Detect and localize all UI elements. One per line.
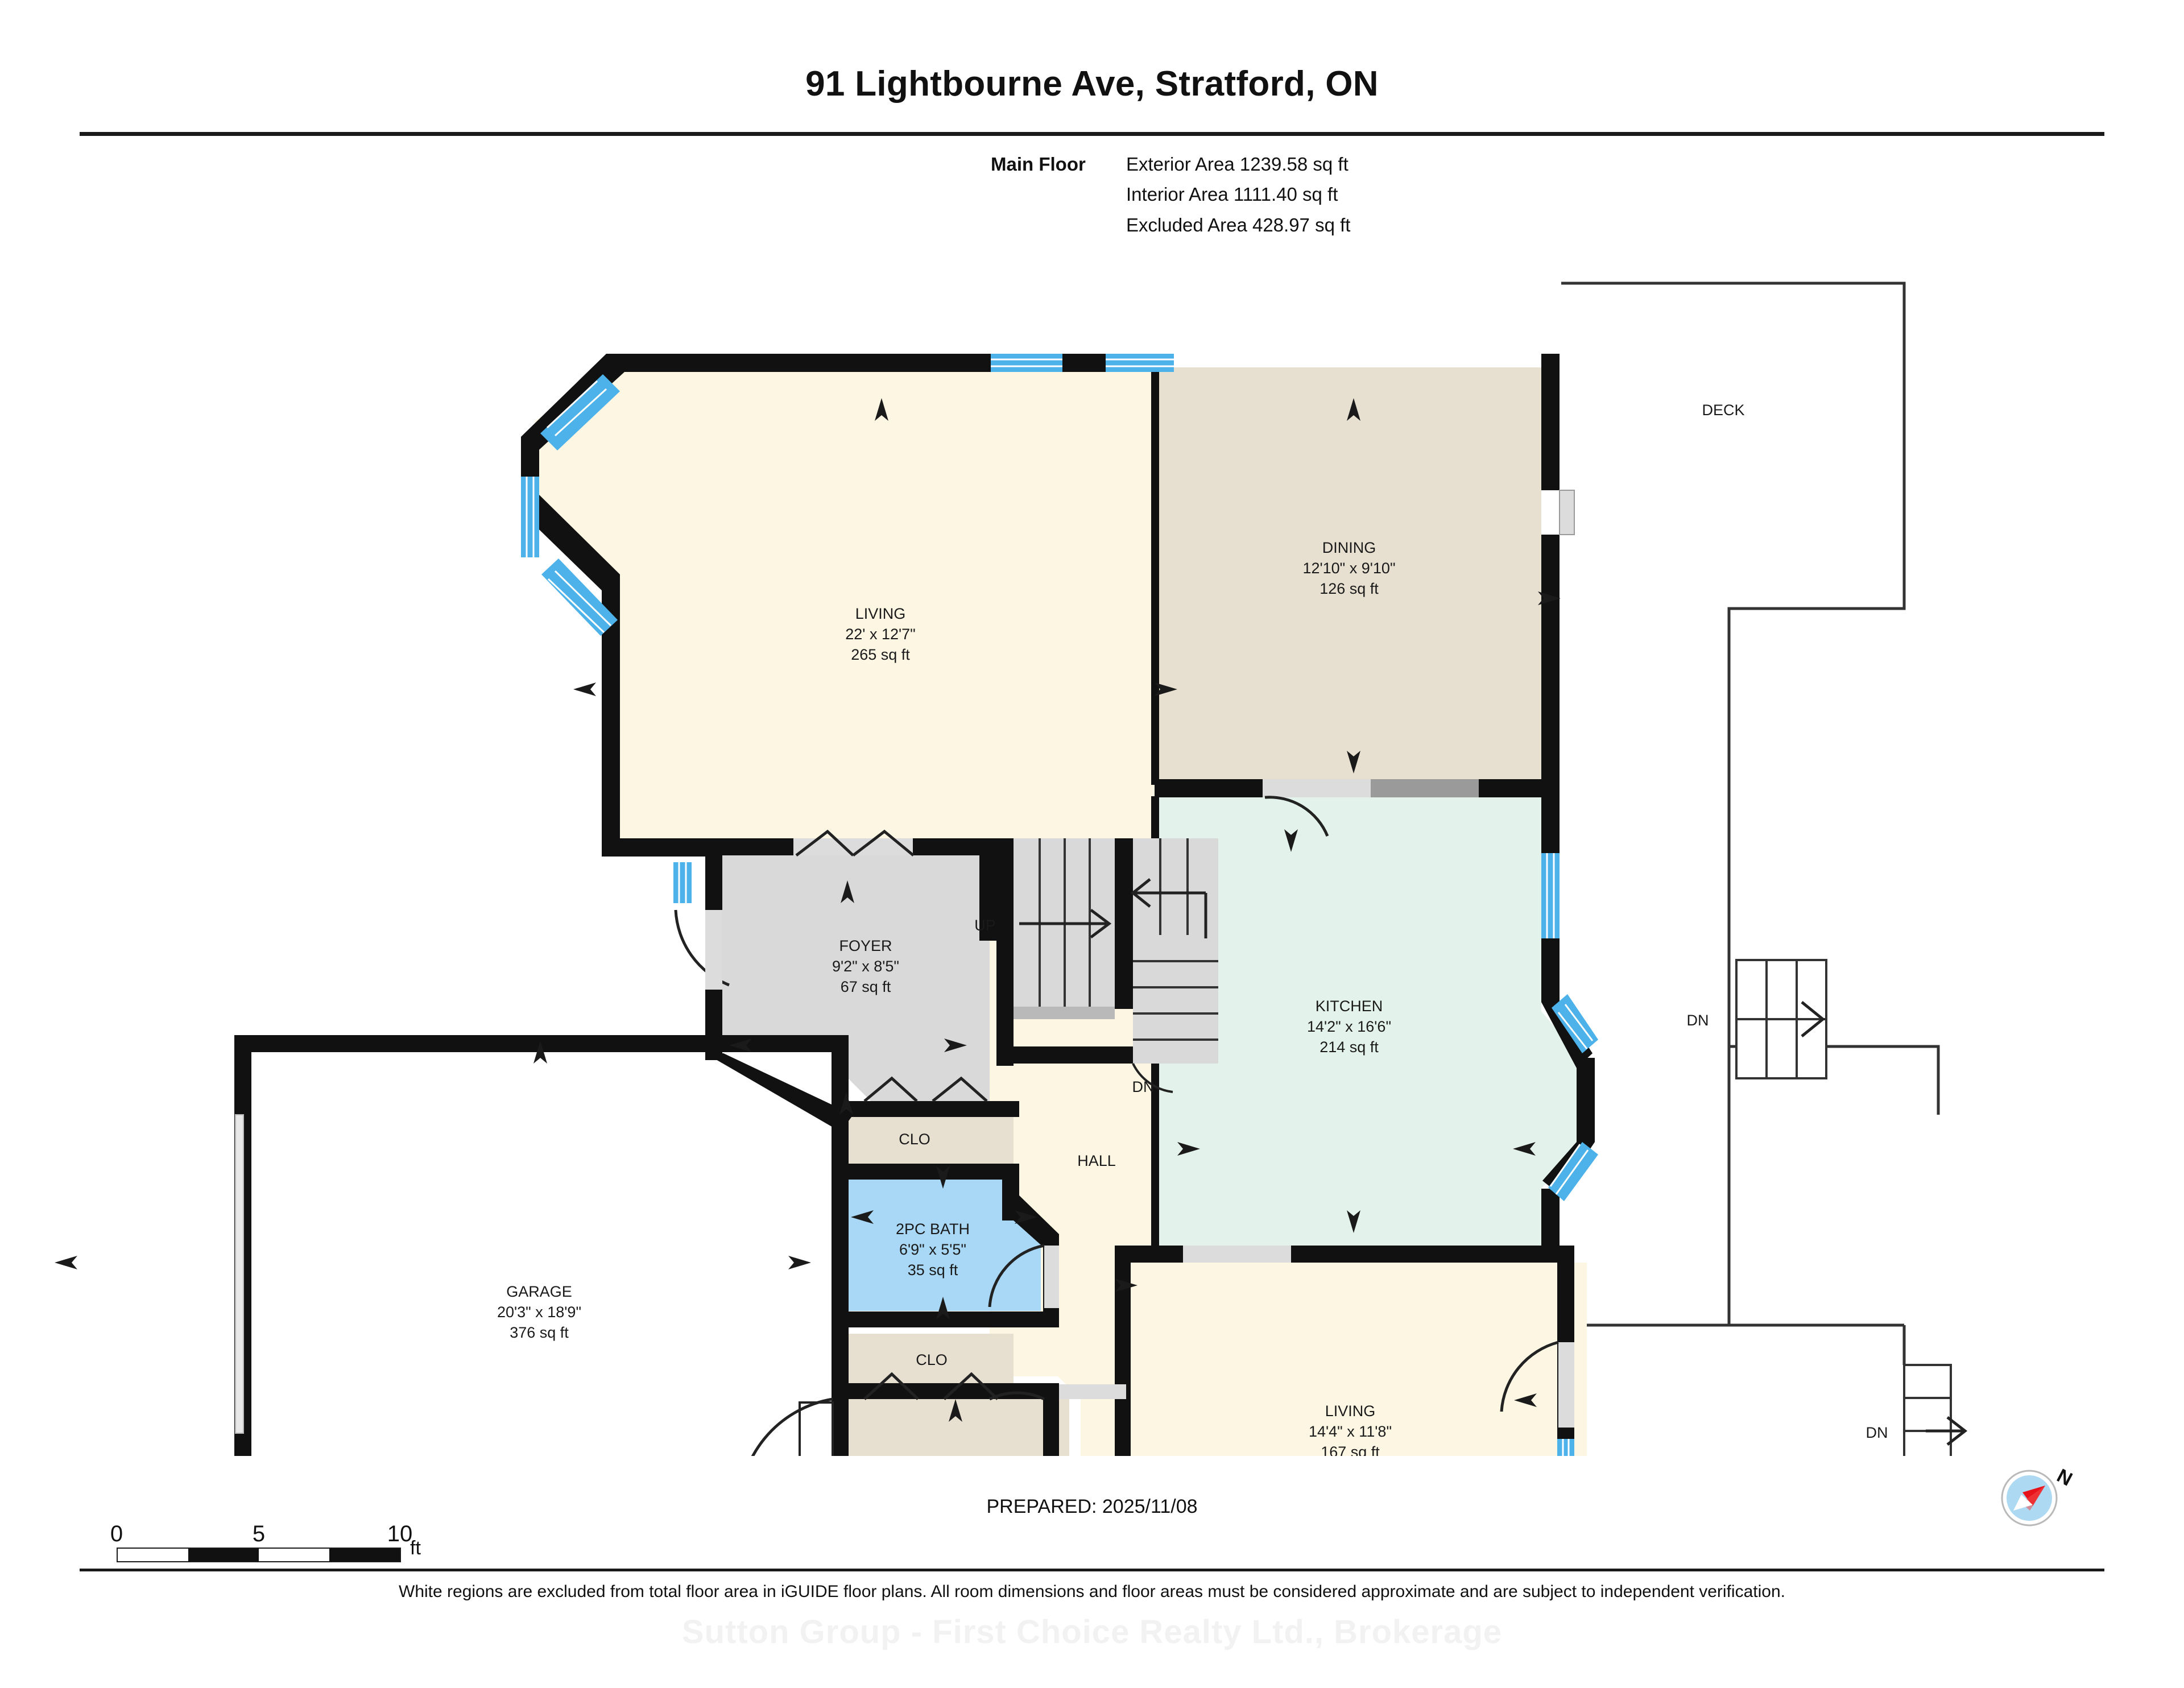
doors xyxy=(235,490,1575,1456)
area-row-excluded: Excluded Area 428.97 sq ft xyxy=(991,210,1350,240)
area-row-interior: Interior Area 1111.40 sq ft xyxy=(991,179,1350,209)
room-living-main-name: LIVING xyxy=(855,605,906,622)
space-clo-1-label: CLO xyxy=(899,1131,930,1148)
window-top-2 xyxy=(1106,354,1174,372)
room-labels: LIVING 22' x 12'7" 265 sq ft DINING 12'1… xyxy=(497,539,1396,1456)
room-kitchen xyxy=(1155,796,1587,1251)
scale-tick-5: 5 xyxy=(252,1521,266,1546)
room-living-rear-dims: 14'4" x 11'8" xyxy=(1309,1423,1392,1440)
compass-north-label: N xyxy=(2053,1465,2076,1491)
room-dining-area: 126 sq ft xyxy=(1320,580,1379,597)
stair-dn-deck-upper-label: DN xyxy=(1687,1012,1709,1029)
room-bath-area: 35 sq ft xyxy=(908,1261,958,1279)
windows xyxy=(521,354,1598,1456)
spacer xyxy=(991,179,1126,209)
room-garage xyxy=(246,1046,835,1456)
room-bath-dims: 6'9" x 5'5" xyxy=(899,1241,966,1258)
measure-arrows xyxy=(55,398,1561,1422)
stair-up: UP xyxy=(974,838,1115,1019)
stair-dn-deck-lower: DN xyxy=(1866,1364,1968,1456)
prepared-date: PREPARED: 2025/11/08 xyxy=(986,1496,1198,1517)
room-living-main-dims: 22' x 12'7" xyxy=(845,626,915,643)
window-kitchen-3 xyxy=(1548,1142,1598,1201)
floor-plan-drawing: DECK DN DN xyxy=(55,282,1968,1456)
stair-dn-deck-lower-label: DN xyxy=(1866,1424,1888,1441)
stair-dn-inside-label: DN xyxy=(1132,1078,1155,1095)
window-bay-upper xyxy=(540,374,620,450)
space-clo-2-label: CLO xyxy=(916,1351,948,1368)
scale-segment xyxy=(118,1549,188,1561)
scale-tick-0: 0 xyxy=(110,1521,123,1546)
space-clo-2 xyxy=(842,1334,1014,1386)
footer-divider xyxy=(80,1569,2104,1571)
room-kitchen-dims: 14'2" x 16'6" xyxy=(1307,1018,1391,1035)
excluded-area-value: Excluded Area 428.97 sq ft xyxy=(1126,214,1351,235)
room-foyer-name: FOYER xyxy=(839,937,892,954)
disclaimer-text: White regions are excluded from total fl… xyxy=(399,1582,1785,1601)
scale-ticks: 0 5 10 xyxy=(110,1521,413,1548)
room-garage-name: GARAGE xyxy=(506,1283,572,1300)
room-kitchen-area: 214 sq ft xyxy=(1320,1039,1379,1056)
room-dining-name: DINING xyxy=(1322,539,1376,556)
room-living-main-area: 265 sq ft xyxy=(851,646,910,663)
floor-label: Main Floor xyxy=(991,154,1086,175)
scale-unit-label: ft xyxy=(410,1537,421,1559)
room-foyer-area: 67 sq ft xyxy=(841,978,891,995)
compass-icon: N xyxy=(2001,1465,2076,1526)
space-hall-label: HALL xyxy=(1077,1152,1116,1169)
stair-up-label: UP xyxy=(974,917,996,934)
room-bath-name: 2PC BATH xyxy=(896,1221,970,1238)
space-clo-1 xyxy=(842,1115,1014,1167)
room-bath xyxy=(842,1178,1041,1311)
brokerage-watermark: Sutton Group - First Choice Realty Ltd.,… xyxy=(681,1613,1503,1650)
window-kitchen-2 xyxy=(1552,994,1598,1053)
window-bay-mid xyxy=(521,477,539,557)
scale-segment xyxy=(259,1549,329,1561)
stair-dn-inside: DN xyxy=(1130,838,1218,1095)
room-living-rear-area: 167 sq ft xyxy=(1321,1443,1380,1456)
stair-dn-deck-upper: DN xyxy=(1687,959,1827,1079)
room-foyer-dims: 9'2" x 8'5" xyxy=(832,958,899,975)
window-kitchen-1 xyxy=(1541,853,1560,938)
scale-bar: 0 5 10 ft xyxy=(110,1521,421,1562)
scale-segment xyxy=(188,1549,259,1561)
window-top-1 xyxy=(991,354,1062,372)
area-summary: Main Floor Exterior Area 1239.58 sq ft I… xyxy=(991,149,1350,240)
window-bay-lower xyxy=(541,558,618,636)
exterior-area-value: Exterior Area 1239.58 sq ft xyxy=(1126,154,1349,175)
scale-segment xyxy=(329,1549,400,1561)
scale-bar-segments xyxy=(117,1548,401,1562)
room-dining-dims: 12'10" x 9'10" xyxy=(1302,560,1395,577)
area-row-exterior: Main Floor Exterior Area 1239.58 sq ft xyxy=(991,149,1350,179)
header-divider xyxy=(80,132,2104,136)
page-title: 91 Lightbourne Ave, Stratford, ON xyxy=(805,64,1379,104)
scale-tick-10: 10 xyxy=(387,1521,413,1546)
room-living-rear-name: LIVING xyxy=(1325,1402,1376,1420)
interior-area-value: Interior Area 1111.40 sq ft xyxy=(1126,184,1338,205)
room-garage-dims: 20'3" x 18'9" xyxy=(497,1304,581,1321)
room-garage-area: 376 sq ft xyxy=(510,1324,569,1341)
deck-label: DECK xyxy=(1702,402,1744,419)
deck-region: DECK xyxy=(1561,282,1940,1327)
window-living-rear-right xyxy=(1557,1439,1574,1456)
room-dining xyxy=(1155,367,1541,789)
room-kitchen-name: KITCHEN xyxy=(1316,998,1383,1015)
window-foyer-side xyxy=(673,862,692,903)
